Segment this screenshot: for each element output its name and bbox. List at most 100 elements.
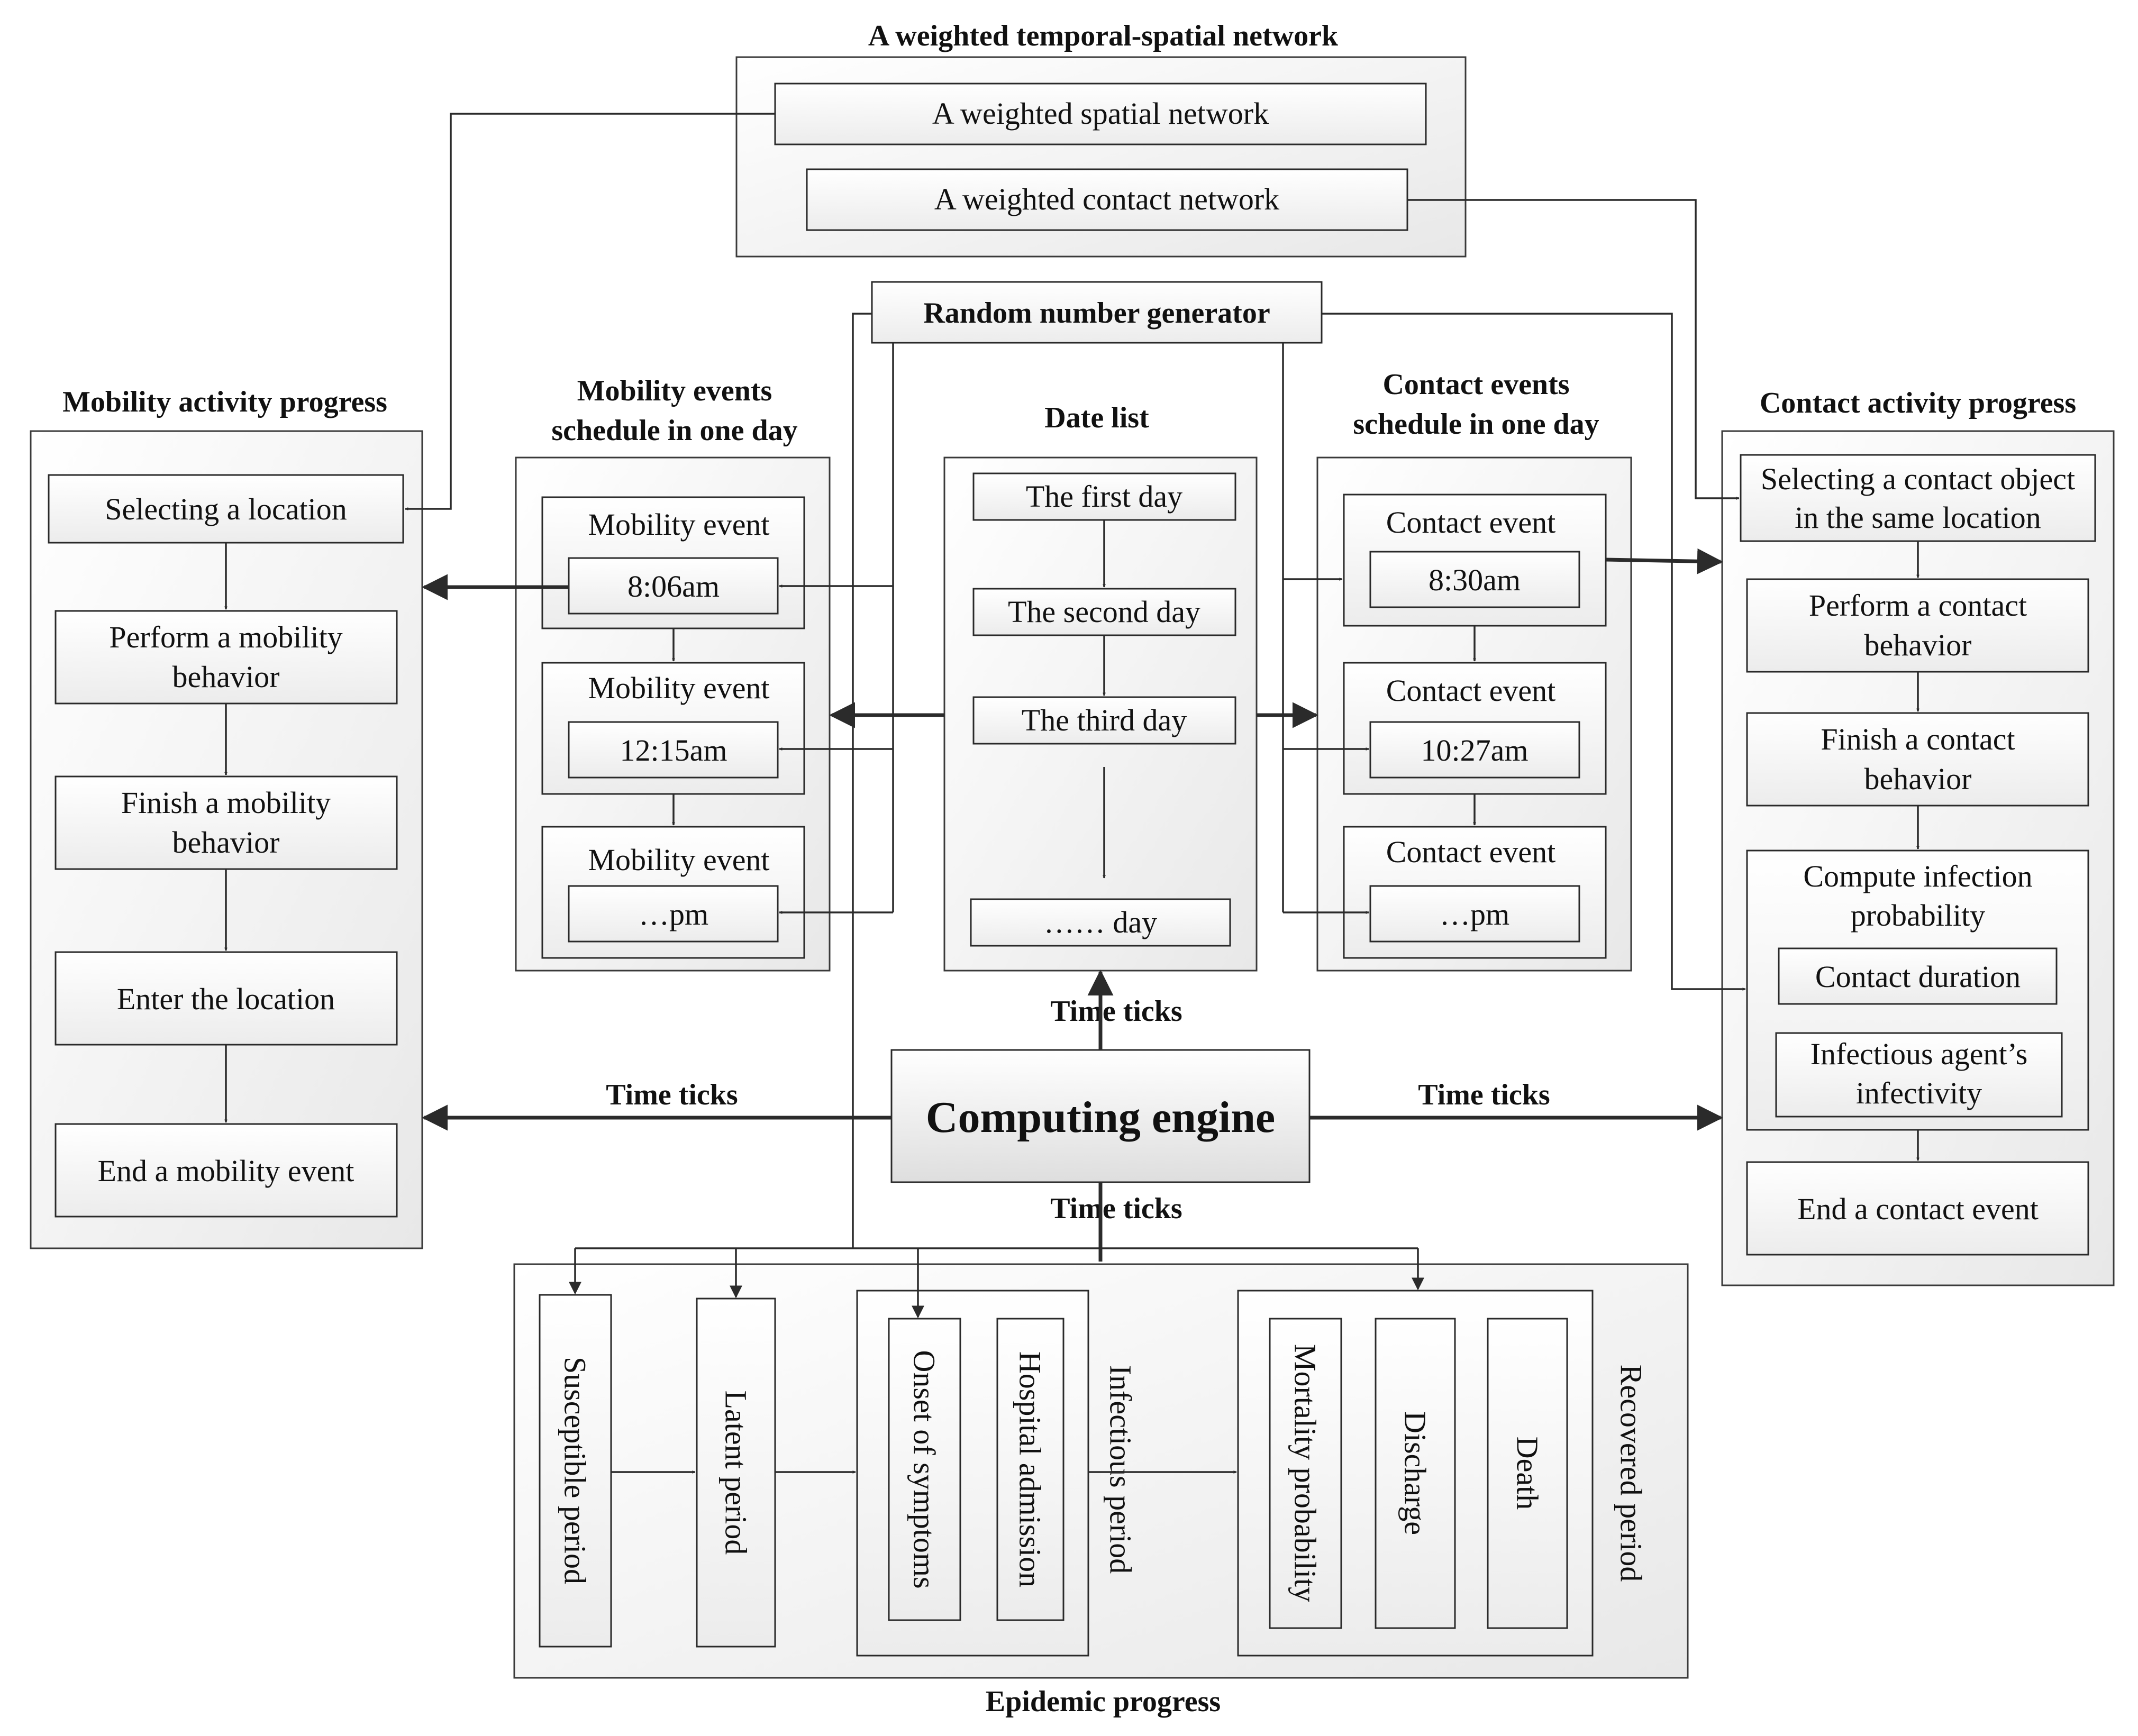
mobility-event-2-label: Mobility event	[588, 671, 769, 705]
contact-schedule-title-1: Contact events	[1382, 368, 1569, 401]
mobility-step-2-line-1: Perform a mobility	[109, 620, 342, 654]
contact-step-perform	[1746, 578, 2089, 673]
contact-time-3-box	[1369, 885, 1580, 943]
network-group: A weighted temporal-spatial network A we…	[735, 20, 1467, 258]
engine-group: Computing engine Time ticks Time ticks T…	[606, 995, 1550, 1225]
admission-label: Hospital admission	[1013, 1351, 1048, 1587]
mobility-step-4-line-1: Enter the location	[117, 982, 335, 1016]
date-list-group: Date list The first day The second day T…	[943, 401, 1258, 972]
connectors	[405, 113, 1746, 1319]
mobility-schedule-title-2: schedule in one day	[551, 414, 797, 447]
contact-step-4-line-2: probability	[1851, 898, 1986, 933]
day-n: …… day	[1044, 905, 1157, 939]
contact-step-5-line-1: End a contact event	[1797, 1192, 2039, 1226]
day-first: The first day	[1026, 479, 1182, 514]
infectious-label: Infectious period	[1104, 1365, 1138, 1574]
infectivity-line-2: infectivity	[1856, 1076, 1982, 1110]
admission-box	[996, 1318, 1065, 1621]
day-first-box	[972, 472, 1236, 521]
mobility-step-end	[54, 1123, 398, 1218]
contact-duration-box	[1778, 947, 2058, 1005]
day-third-box	[972, 696, 1236, 745]
contact-step-3-line-1: Finish a contact	[1821, 722, 2015, 756]
date-list-title: Date list	[1044, 401, 1149, 434]
infectivity-line-1: Infectious agent’s	[1811, 1037, 2028, 1071]
mortality-box	[1269, 1318, 1342, 1629]
contact-network-box	[806, 168, 1408, 231]
mobility-time-1: 8:06am	[627, 569, 720, 604]
contact-schedule-group: Contact events schedule in one day Conta…	[1316, 368, 1632, 972]
time-ticks-down: Time ticks	[1050, 1192, 1182, 1225]
contact-time-2-box	[1369, 721, 1580, 779]
computing-engine-label: Computing engine	[926, 1093, 1275, 1142]
network-title: A weighted temporal-spatial network	[868, 20, 1339, 52]
discharge-label: Discharge	[1398, 1411, 1433, 1535]
rng-box	[871, 281, 1323, 344]
day-second: The second day	[1008, 595, 1200, 629]
contact-time-2: 10:27am	[1421, 733, 1529, 768]
time-ticks-up: Time ticks	[1050, 995, 1182, 1028]
contact-progress-title: Contact activity progress	[1760, 387, 2076, 419]
mobility-progress-group: Mobility activity progress Selecting a l…	[30, 386, 423, 1249]
rng-group: Random number generator	[871, 281, 1323, 344]
onset-box	[888, 1318, 961, 1621]
mobility-step-3-line-2: behavior	[172, 825, 280, 860]
infectivity-box	[1775, 1032, 2063, 1118]
mobility-schedule-title-1: Mobility events	[577, 374, 772, 407]
susceptible-label: Susceptible period	[558, 1357, 593, 1584]
contact-step-finish	[1746, 712, 2089, 807]
mobility-step-1-line-1: Selecting a location	[105, 492, 347, 526]
day-third: The third day	[1022, 703, 1187, 737]
mobility-event-3-label: Mobility event	[588, 843, 769, 877]
contact-step-end	[1746, 1161, 2089, 1256]
contact-step-1-line-2: in the same location	[1795, 500, 2041, 535]
mobility-time-1-box	[568, 557, 779, 615]
death-label: Death	[1511, 1437, 1545, 1510]
contact-schedule-title-2: schedule in one day	[1353, 408, 1599, 441]
mobility-step-2-line-2: behavior	[172, 660, 280, 694]
contact-step-2-line-1: Perform a contact	[1809, 588, 2027, 623]
mortality-label: Mortality probability	[1288, 1344, 1323, 1602]
contact-network-label: A weighted contact network	[934, 182, 1279, 216]
mobility-time-3-box	[568, 885, 779, 943]
latent-box	[696, 1298, 776, 1648]
contact-duration-label: Contact duration	[1815, 960, 2021, 994]
death-box	[1487, 1318, 1568, 1629]
contact-event-2-label: Contact event	[1386, 673, 1556, 708]
spatial-network-box	[774, 83, 1427, 145]
mobility-event-1-label: Mobility event	[588, 507, 769, 542]
mobility-step-3-line-1: Finish a mobility	[121, 785, 331, 820]
contact-progress-group: Contact activity progress Selecting a co…	[1721, 387, 2115, 1286]
computing-engine-box	[890, 1049, 1311, 1183]
contact-step-select-object	[1740, 454, 2096, 542]
mobility-schedule-group: Mobility events schedule in one day Mobi…	[515, 374, 831, 972]
day-n-box	[970, 898, 1231, 947]
contact-time-1-box	[1369, 551, 1580, 608]
contact-time-1: 8:30am	[1429, 563, 1521, 597]
mobility-progress-title: Mobility activity progress	[62, 386, 387, 418]
contact-time-3: …pm	[1440, 897, 1509, 931]
time-ticks-right: Time ticks	[1418, 1079, 1550, 1111]
epidemic-group: Epidemic progress Susceptible period Lat…	[513, 1263, 1689, 1718]
mobility-step-finish	[54, 775, 398, 870]
contact-event-1-label: Contact event	[1386, 505, 1556, 540]
mobility-step-enter-location	[54, 951, 398, 1046]
contact-step-2-line-2: behavior	[1864, 628, 1972, 662]
mobility-step-5-line-1: End a mobility event	[98, 1154, 354, 1188]
onset-label: Onset of symptoms	[907, 1350, 942, 1588]
contact-step-4-line-1: Compute infection	[1803, 859, 2032, 893]
epidemic-title: Epidemic progress	[986, 1685, 1221, 1718]
mobility-time-2: 12:15am	[620, 733, 727, 768]
spatial-network-label: A weighted spatial network	[932, 96, 1269, 131]
latent-label: Latent period	[719, 1391, 753, 1555]
contact-event-3-label: Contact event	[1386, 835, 1556, 869]
discharge-box	[1375, 1318, 1456, 1629]
susceptible-box	[539, 1294, 612, 1648]
recovered-label: Recovered period	[1614, 1365, 1649, 1582]
time-ticks-left: Time ticks	[606, 1079, 738, 1111]
contact-step-1-line-1: Selecting a contact object	[1761, 462, 2075, 496]
mobility-time-2-box	[568, 721, 779, 779]
contact-step-3-line-2: behavior	[1864, 762, 1972, 796]
mobility-time-3: …pm	[639, 897, 708, 931]
